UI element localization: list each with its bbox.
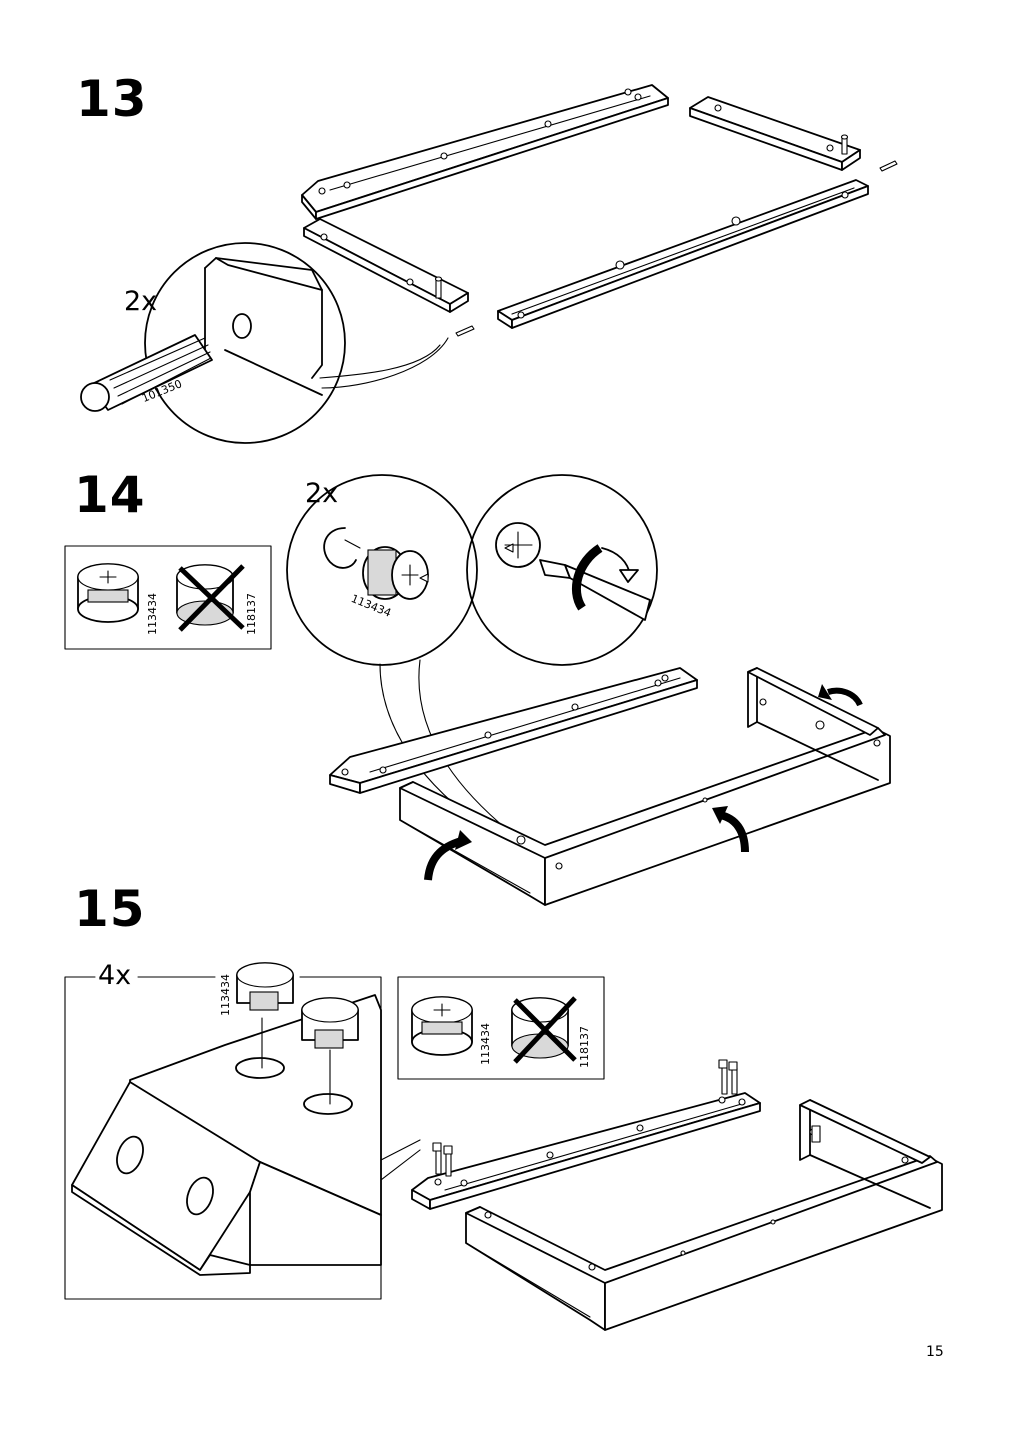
quantity-label-13: 2x <box>124 286 158 317</box>
step-13-illustration <box>80 84 898 444</box>
reference-box-15 <box>397 976 605 1080</box>
cam-lock-nut-icon <box>362 546 429 600</box>
quantity-label-15: 4x <box>98 960 132 991</box>
rotate-arrow-icon <box>571 544 639 611</box>
arrow-icon <box>718 811 749 853</box>
base-frame <box>465 1099 943 1331</box>
rail-end-closeup <box>71 962 421 1276</box>
reference-correct-code-14: 113434 <box>146 593 159 635</box>
cam-lock-nut-icon <box>301 997 359 1049</box>
short-rail-bottom <box>303 218 469 313</box>
screwdriver-detail-circle <box>466 474 658 666</box>
reference-wrong-code-14: 118137 <box>245 593 258 635</box>
step-number-14: 14 <box>74 466 146 524</box>
reference-box-14 <box>64 545 272 650</box>
step-number-13: 13 <box>76 70 148 128</box>
reference-wrong-code-15: 118137 <box>578 1026 591 1068</box>
detail-box-15 <box>64 976 382 1300</box>
cam-lock-nut-icon <box>236 962 294 1011</box>
arrow-head-icon <box>455 830 472 850</box>
quantity-label-14: 2x <box>305 478 339 509</box>
wooden-dowel-icon <box>879 160 898 172</box>
long-rail-back <box>301 84 669 220</box>
rail-piece <box>411 1059 761 1210</box>
rail-piece <box>329 667 698 794</box>
cam-lock-nut-icon <box>411 996 473 1056</box>
cam-lock-detail-circle <box>286 474 516 839</box>
arrow-head-icon <box>818 684 832 700</box>
screwdriver-icon <box>539 559 651 621</box>
cam-lock-nut-icon <box>77 563 139 623</box>
long-rail-front <box>497 179 869 329</box>
step-15-illustration <box>64 962 943 1331</box>
dowel-detail-circle <box>80 242 449 444</box>
reference-correct-code-15: 113434 <box>479 1023 492 1065</box>
step-number-15: 15 <box>74 880 146 938</box>
part-code-15: 113434 <box>219 974 232 1016</box>
prohibited-cross-icon <box>513 996 577 1064</box>
arrow-icon <box>827 687 863 707</box>
arrow-head-icon <box>712 806 728 824</box>
wooden-dowel-icon <box>80 334 213 412</box>
page-number: 15 <box>926 1344 944 1360</box>
wooden-dowel-icon <box>455 325 475 337</box>
step-14-illustration <box>64 474 891 906</box>
short-rail-top <box>689 96 861 171</box>
prohibited-cross-icon <box>178 564 245 632</box>
